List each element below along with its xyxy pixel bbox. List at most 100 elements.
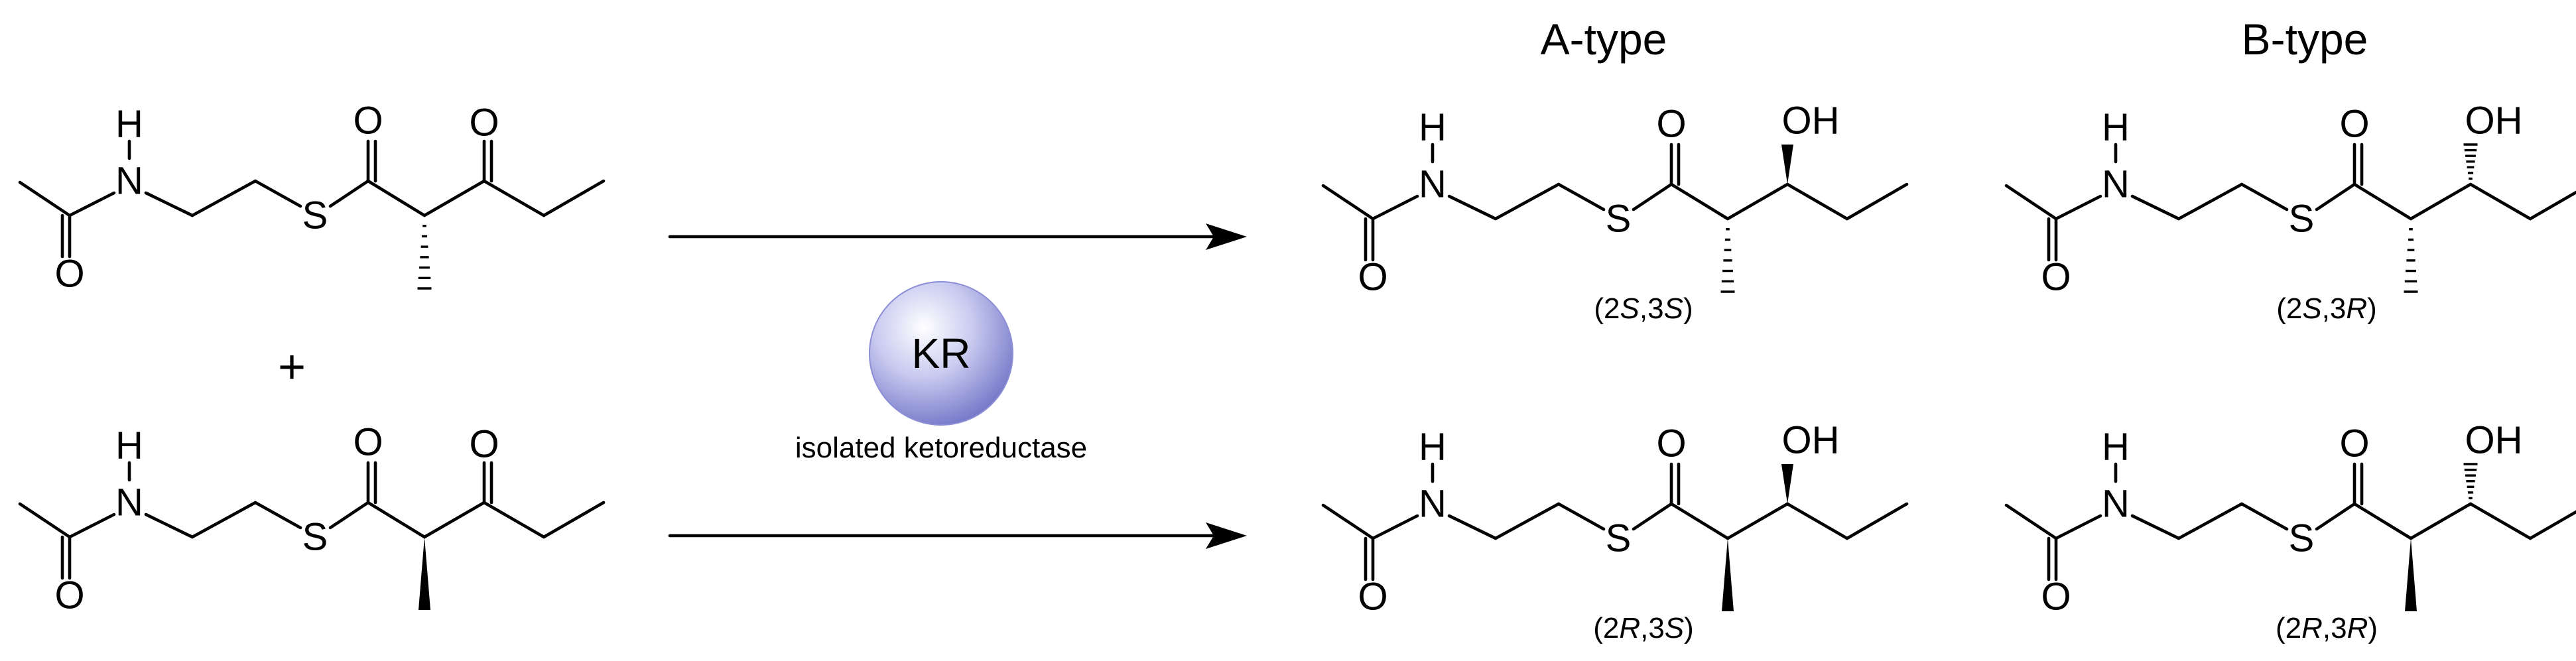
- stereo-configuration: (2R,3R): [2276, 612, 2378, 644]
- enzyme-kr-sphere: KR: [869, 281, 1013, 426]
- sulfur-atom: S: [302, 194, 328, 237]
- amide-oxygen: O: [2041, 256, 2071, 299]
- product-2r3s-a-type: O NH S O OH (2R,3S): [1321, 419, 1909, 644]
- bond-c2-c3: [422, 501, 486, 539]
- bond-c3-c4: [2469, 182, 2532, 221]
- amide-oxygen: O: [54, 253, 84, 296]
- amide-hydrogen: H: [2102, 426, 2130, 469]
- bond-c1-c2: [1669, 502, 1730, 540]
- bond-c4-c5: [542, 179, 606, 217]
- bond-c1-c2: [366, 501, 426, 539]
- bond-c3-c4: [1785, 502, 1849, 540]
- sulfur-atom: S: [2289, 198, 2315, 241]
- bond-s-c1: [2315, 182, 2356, 211]
- sulfur-atom: S: [1606, 198, 1632, 241]
- bond-s-c1: [328, 179, 370, 208]
- bond-n-ch2: [1447, 514, 1498, 540]
- bond-c4-c5: [2528, 510, 2576, 540]
- bond-c2-c3: [2409, 182, 2473, 221]
- bond-methyl-wedged: [419, 537, 430, 610]
- bond-s-c1: [1632, 182, 1673, 211]
- bond-methyl-wedged: [1722, 538, 1734, 611]
- nitrogen-atom: N: [2102, 483, 2130, 526]
- bond-ch2-ch2: [2177, 502, 2244, 540]
- bond-c1-c2: [1669, 182, 1730, 221]
- nitrogen-atom: N: [1419, 483, 1447, 526]
- reaction-arrow-bottom: [668, 522, 1247, 549]
- hydroxyl-group: OH: [2465, 419, 2523, 462]
- bond-s-c1: [1632, 502, 1673, 531]
- bond-c-n: [1371, 514, 1419, 540]
- bond-c2-c3: [1726, 502, 1789, 540]
- bond-c2-c3: [1726, 182, 1789, 221]
- bond-ch2-s: [253, 501, 302, 530]
- amide-oxygen: O: [2041, 575, 2071, 619]
- bond-c-n: [68, 191, 116, 217]
- bond-hydroxyl-hashed: [2463, 463, 2478, 500]
- bond-c3-c4: [482, 501, 546, 539]
- bond-ch2-s: [2240, 502, 2289, 531]
- bond-ch2-s: [1557, 502, 1606, 531]
- thioester-oxygen: O: [1656, 422, 1686, 465]
- bond-c-n: [1371, 194, 1419, 221]
- bond-c4-c5: [1845, 502, 1909, 540]
- sulfur-atom: S: [302, 516, 328, 559]
- stereo-configuration: (2S,3R): [2276, 292, 2377, 325]
- thioester-oxygen: O: [2339, 422, 2369, 465]
- bond-c1-c2: [2352, 502, 2413, 540]
- ketone-oxygen: O: [469, 423, 499, 466]
- thioester-oxygen: O: [353, 421, 383, 464]
- bond-c3-c4: [482, 179, 546, 217]
- bond-acetyl-methyl: [18, 502, 72, 539]
- bond-n-ch2: [1447, 194, 1498, 221]
- bond-methyl-hashed: [417, 225, 432, 290]
- hydroxyl-group: OH: [2465, 99, 2523, 143]
- thioester-oxygen: O: [353, 99, 383, 143]
- bond-s-c1: [328, 501, 370, 530]
- amide-oxygen: O: [1358, 575, 1387, 619]
- bond-n-ch2: [144, 512, 194, 539]
- nitrogen-atom: N: [115, 160, 143, 203]
- amide-hydrogen: H: [2102, 106, 2130, 149]
- stereo-configuration: (2R,3S): [1593, 612, 1694, 644]
- bond-c1-c2: [366, 179, 426, 217]
- bond-c4-c5: [542, 501, 606, 539]
- bond-ch2-ch2: [1494, 502, 1561, 540]
- hydroxyl-group: OH: [1782, 419, 1840, 462]
- ketone-oxygen: O: [469, 101, 499, 145]
- sulfur-atom: S: [1606, 517, 1632, 560]
- bond-ch2-ch2: [2177, 182, 2244, 221]
- bond-c1-c2: [2352, 182, 2413, 221]
- header-b-type: B-type: [2242, 15, 2368, 64]
- bond-ch2-ch2: [190, 179, 257, 217]
- bond-c3-c4: [2469, 502, 2532, 540]
- bond-c2-c3: [2409, 502, 2473, 540]
- enzyme-caption: isolated ketoreductase: [795, 432, 1087, 464]
- bond-n-ch2: [2130, 194, 2181, 221]
- bond-n-ch2: [2130, 514, 2181, 540]
- thioester-oxygen: O: [2339, 103, 2369, 146]
- header-a-type: A-type: [1541, 15, 1667, 64]
- bond-acetyl-methyl: [1321, 503, 1375, 540]
- bond-ch2-ch2: [190, 501, 257, 539]
- bond-c-n: [2054, 514, 2102, 540]
- hydroxyl-group: OH: [1782, 99, 1840, 143]
- thioester-oxygen: O: [1656, 103, 1686, 146]
- bond-methyl-hashed: [1720, 228, 1735, 293]
- bond-s-c1: [2315, 502, 2356, 531]
- bond-acetyl-methyl: [1321, 184, 1375, 221]
- amide-hydrogen: H: [1419, 426, 1447, 469]
- bond-hydroxyl-hashed: [2463, 143, 2478, 180]
- stereo-configuration: (2S,3S): [1594, 292, 1693, 325]
- amide-oxygen: O: [54, 574, 84, 617]
- bond-c3-c4: [1785, 182, 1849, 221]
- sulfur-atom: S: [2289, 517, 2315, 560]
- nitrogen-atom: N: [2102, 163, 2130, 206]
- bond-ch2-s: [253, 179, 302, 208]
- product-2r3r-b-type: O NH S O OH (2R,3R): [2004, 419, 2576, 644]
- bond-methyl-wedged: [2405, 538, 2417, 611]
